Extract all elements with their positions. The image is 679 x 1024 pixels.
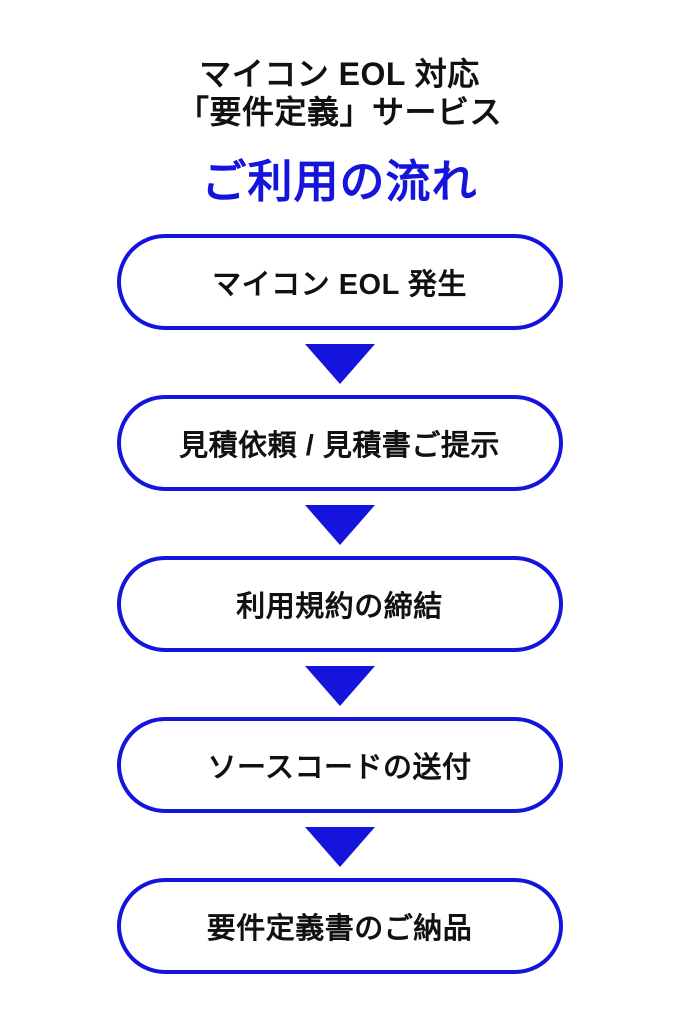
flow-step-5: 要件定義書のご納品 — [116, 877, 563, 974]
arrow-down-icon — [304, 826, 375, 867]
arrow-down-icon — [304, 665, 375, 706]
page-title-line-2: 「要件定義」サービス — [176, 94, 502, 131]
flow-step-5-label: 要件定義書のご納品 — [206, 912, 473, 945]
page-title-line-1: マイコン EOL 対応 — [199, 56, 480, 92]
flow-step-3: 利用規約の締結 — [116, 555, 563, 652]
flow-step-4-label: ソースコードの送付 — [207, 751, 472, 784]
flow-step-1-label: マイコン EOL 発生 — [212, 268, 467, 301]
flow-step-4: ソースコードの送付 — [116, 716, 563, 813]
flow-step-2-label: 見積依頼 / 見積書ご提示 — [179, 429, 500, 462]
page-subtitle: ご利用の流れ — [201, 155, 478, 207]
flow-step-2: 見積依頼 / 見積書ご提示 — [116, 394, 563, 491]
header: マイコン EOL 対応 「要件定義」サービス ご利用の流れ — [177, 55, 502, 208]
flow-chart: マイコン EOL 発生 見積依頼 / 見積書ご提示 利用規約の締結 ソースコード… — [116, 233, 563, 974]
flow-step-1: マイコン EOL 発生 — [116, 233, 563, 330]
flow-step-3-label: 利用規約の締結 — [236, 590, 443, 623]
arrow-down-icon — [304, 504, 375, 545]
page-title: マイコン EOL 対応 「要件定義」サービス — [177, 55, 502, 132]
arrow-down-icon — [304, 343, 375, 384]
